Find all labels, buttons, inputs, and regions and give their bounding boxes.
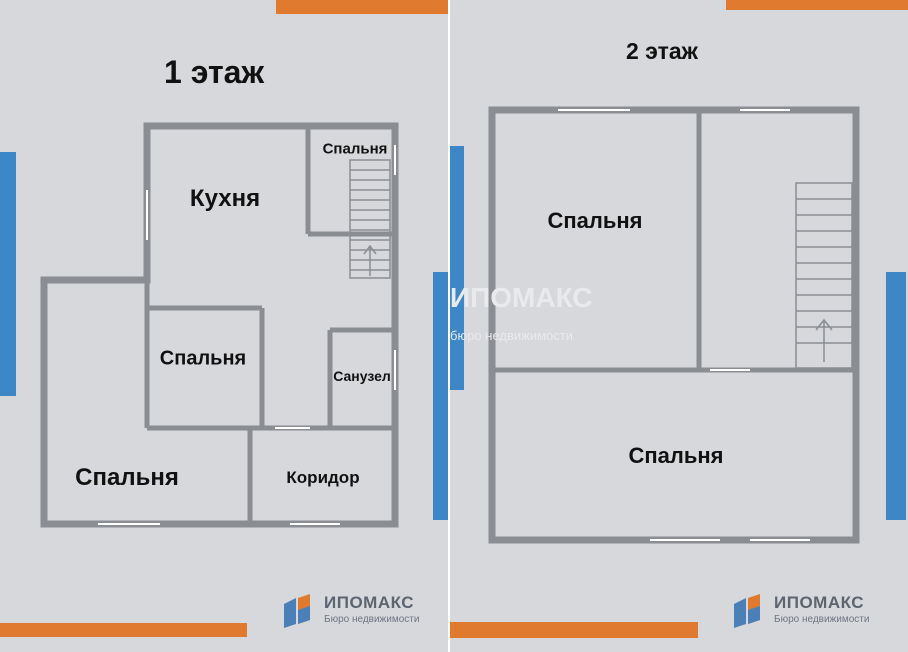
blue-accent-bar-right (886, 272, 906, 520)
panel-divider (448, 0, 450, 652)
blue-accent-bar-right (433, 272, 448, 520)
blue-accent-bar-left (450, 146, 464, 390)
floor-2-logo: ИПОМАКС Бюро недвижимости (732, 590, 902, 634)
orange-accent-bar-bottom (0, 623, 247, 637)
room-label-corridor: Коридор (286, 468, 360, 487)
room-label-kitchen: Кухня (189, 185, 261, 212)
blue-accent-bar-left (0, 152, 16, 396)
watermark-name: ИПОМАКС (450, 282, 593, 313)
floor-1-logo: ИПОМАКС Бюро недвижимости (282, 590, 442, 634)
floor-2-plan (488, 106, 860, 544)
room-label-bedroom-middle: Спальня (159, 347, 247, 370)
room-label-bedroom-bottom: Спальня (628, 443, 724, 468)
orange-accent-bar-bottom (450, 622, 698, 638)
logo-subtitle: Бюро недвижимости (324, 614, 420, 625)
stair-arrow (363, 244, 377, 276)
floor-2-panel: 2 этаж Спальня Спаль (450, 0, 908, 652)
room-label-bedroom-top: Спальня (547, 208, 643, 233)
logo-name: ИПОМАКС (324, 593, 415, 612)
ipomaks-logo-icon (284, 594, 310, 628)
floor-1-panel: 1 этаж (0, 0, 448, 652)
floor-1-plan (40, 122, 399, 528)
orange-accent-bar-top (726, 0, 908, 10)
floor-2-title: 2 этаж (626, 38, 698, 64)
floor-2-outer-walls (488, 106, 860, 544)
room-label-bathroom: Санузел (333, 368, 391, 384)
logo-name: ИПОМАКС (774, 593, 865, 612)
floor-2-staircase (795, 182, 853, 369)
watermark-subtitle: бюро недвижимости (450, 328, 573, 343)
orange-accent-bar-top (276, 0, 448, 14)
room-label-bedroom-large: Спальня (75, 464, 179, 491)
logo-subtitle: Бюро недвижимости (774, 614, 870, 625)
stair-arrow (815, 318, 833, 362)
room-label-bedroom-small: Спальня (322, 140, 388, 158)
floor-1-title: 1 этаж (164, 54, 265, 90)
floor-1-staircase (349, 159, 391, 279)
ipomaks-logo-icon (734, 594, 760, 628)
